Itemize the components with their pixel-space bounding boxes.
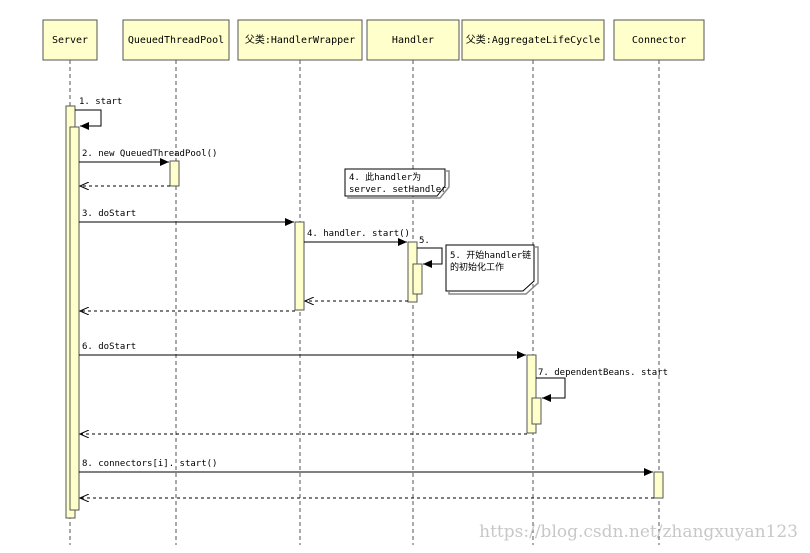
participant-box xyxy=(613,19,705,61)
participant-label: 父类:AggregateLifeCycle xyxy=(466,33,600,46)
note-shape xyxy=(445,244,535,292)
note-set-handler: 4. 此handler为 server. setHandler xyxy=(344,168,450,199)
activation-lifecycle-outer xyxy=(526,354,537,434)
participant-label: Server xyxy=(52,35,88,46)
message-label-5: 5. xyxy=(419,236,430,246)
message-label-6: 6. doStart xyxy=(82,342,136,352)
message-label-7: 7. dependentBeans. start xyxy=(538,368,668,378)
messages xyxy=(75,109,654,498)
participant-label: QueuedThreadPool xyxy=(128,35,224,46)
message-label-4: 4. handler. start() xyxy=(307,229,410,239)
participant-queued-thread-pool: QueuedThreadPool xyxy=(122,19,230,61)
message-label-8: 8. connectors[i]. start() xyxy=(82,459,217,469)
note-line: 5. 开始handler链 xyxy=(450,249,531,261)
participant-handler: Handler xyxy=(366,19,460,61)
activation-server-inner xyxy=(69,126,80,511)
message-label-2: 2. new QueuedThreadPool() xyxy=(82,149,217,159)
note-line: 4. 此handler为 xyxy=(349,171,421,183)
activation-connector xyxy=(653,471,664,499)
message-arrow-1 xyxy=(75,109,102,130)
participant-box xyxy=(366,19,460,61)
note-shadow xyxy=(448,246,539,295)
participant-label: Handler xyxy=(392,35,434,46)
message-arrow-5 xyxy=(417,247,443,268)
activation-handler-inner xyxy=(412,263,423,295)
participant-box xyxy=(122,19,230,61)
note-line: 的初始化工作 xyxy=(450,261,504,273)
participant-aggregate-life-cycle: 父类:AggregateLifeCycle xyxy=(461,19,605,61)
note-handler-chain-init: 5. 开始handler链 的初始化工作 xyxy=(445,244,539,295)
participant-label: 父类:HandlerWrapper xyxy=(245,33,355,46)
activations xyxy=(65,105,664,519)
message-label-3: 3. doStart xyxy=(82,209,136,219)
participant-connector: Connector xyxy=(613,19,705,61)
note-shadow xyxy=(347,170,450,199)
watermark-text: https://blog.csdn.net/zhangxuyan123 xyxy=(479,522,798,542)
activation-wrapper xyxy=(294,221,305,311)
message-arrow-7 xyxy=(536,377,566,402)
note-line: server. setHandler xyxy=(349,185,447,195)
participant-label: Connector xyxy=(632,35,686,46)
activation-lifecycle-inner xyxy=(531,397,542,425)
participant-box xyxy=(237,19,363,61)
message-label-1: 1. start xyxy=(79,97,122,107)
participant-server: Server xyxy=(42,19,98,61)
participant-handler-wrapper: 父类:HandlerWrapper xyxy=(237,19,363,61)
participant-box xyxy=(42,19,98,61)
message-labels: 1. start 2. new QueuedThreadPool() 3. do… xyxy=(79,97,668,469)
activation-pool xyxy=(169,160,180,187)
note-shape xyxy=(344,168,446,197)
